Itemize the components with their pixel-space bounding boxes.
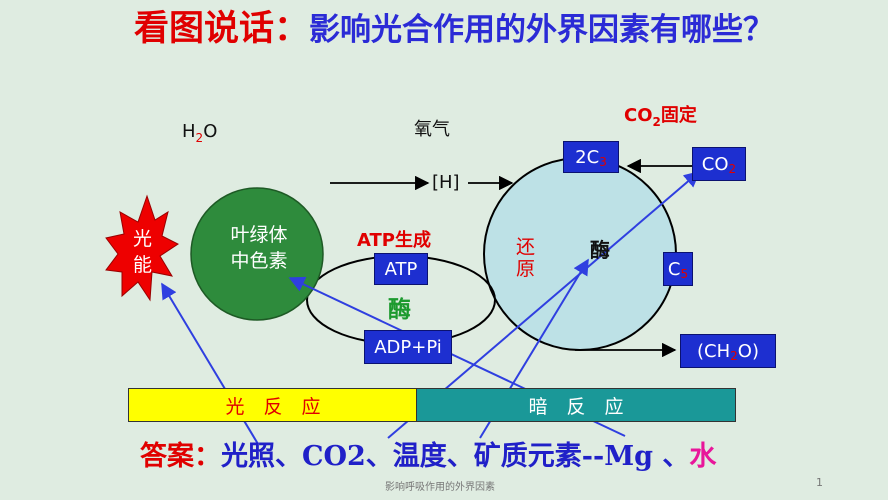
label-enzyme-small: 酶 [388,297,411,323]
label-reduction: 还原 [516,236,536,280]
light-burst [105,194,179,302]
label-hydrogen: [H] [432,172,460,193]
box-atp: ATP [374,253,428,285]
label-co2-fixation: CO2固定 [624,105,697,129]
answer-label: 答案： [140,441,221,472]
label-oxygen: 氧气 [414,119,450,140]
light-reaction-bar: 光 反 应 [128,388,418,422]
page-number: 1 [816,476,823,489]
calvin-cycle-circle [483,157,677,351]
label-atp-generation: ATP生成 [357,230,432,251]
dark-reaction-bar: 暗 反 应 [416,388,736,422]
footer-text: 影响呼吸作用的外界因素 [385,482,495,493]
title-question: 影响光合作用的外界因素有哪些？ [309,12,775,48]
title-lead: 看图说话： [134,9,310,49]
answer-water: 水 [689,441,717,472]
label-chloroplast-pigment: 叶绿体中色素 [230,224,288,272]
page-title: 看图说话：影响光合作用的外界因素有哪些？ [134,6,794,53]
answer-text: 光照、CO2、温度、矿质元素--Mg 、 [221,441,690,472]
label-h2o: H2O [182,121,218,145]
answer-line: 答案：光照、CO2、温度、矿质元素--Mg 、水 [140,434,716,473]
box-adp-pi: ADP+Pi [364,330,452,364]
label-enzyme-big: 酶 [590,238,610,262]
label-light-energy: 光能 [133,228,153,276]
